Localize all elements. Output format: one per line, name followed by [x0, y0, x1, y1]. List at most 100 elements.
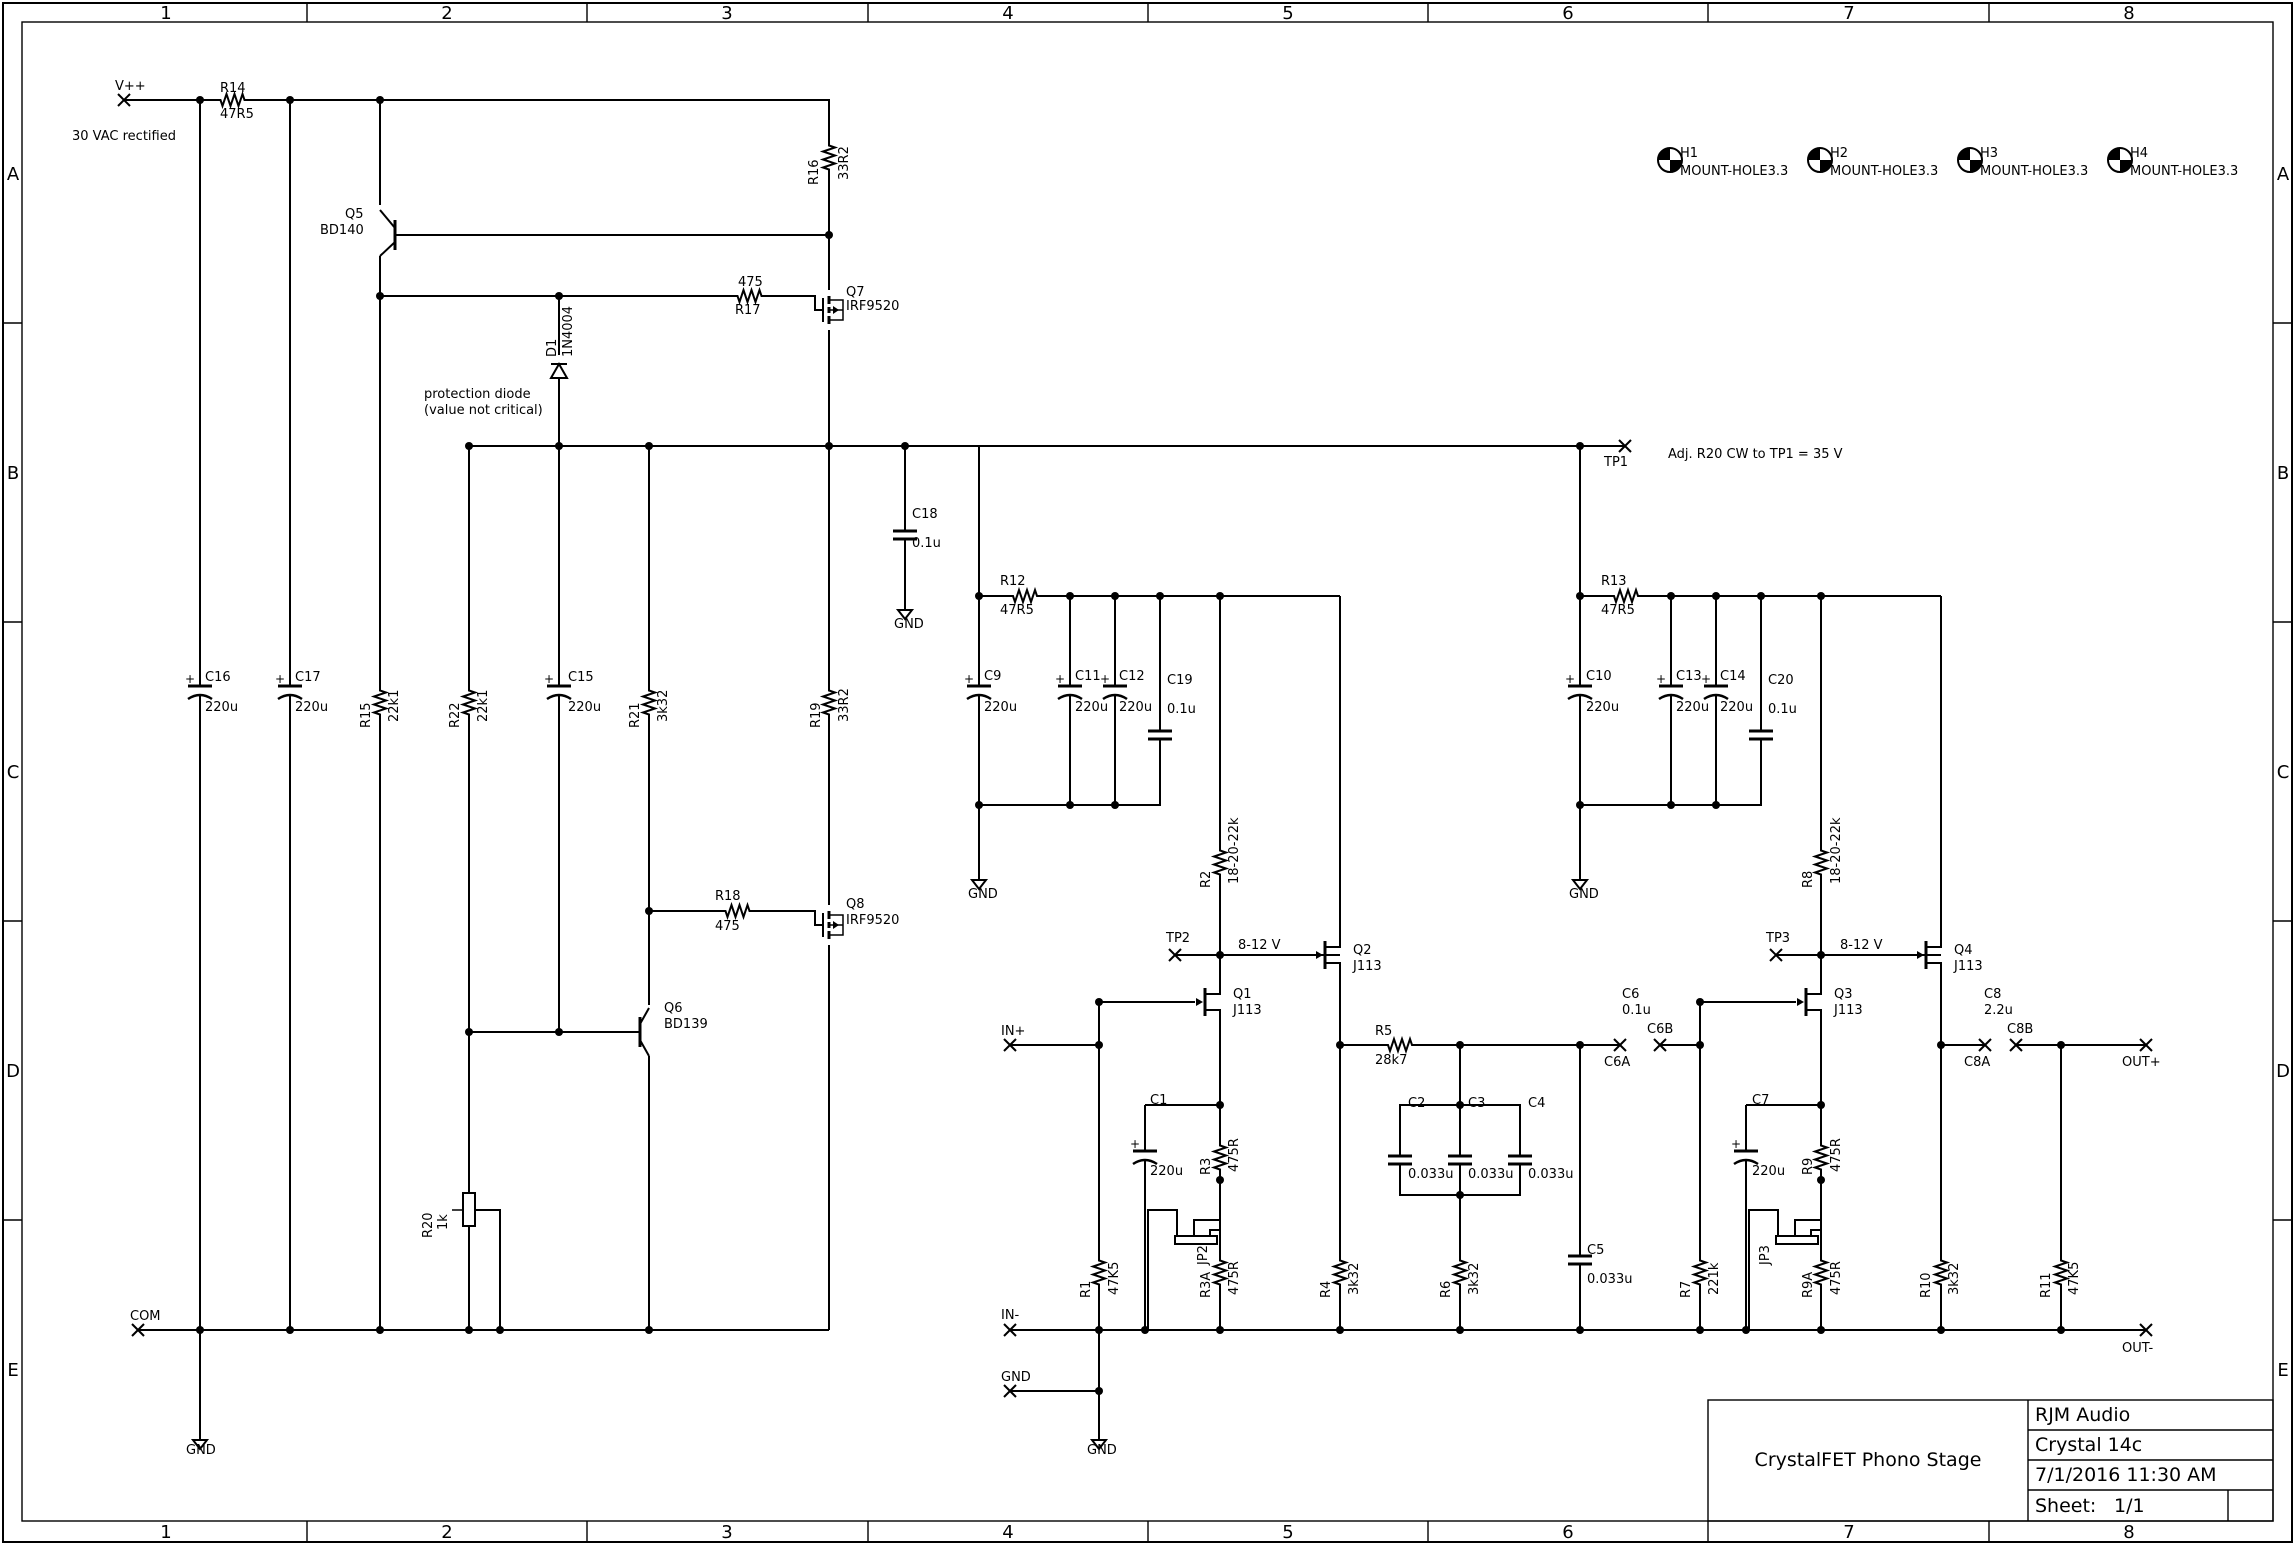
r2-resistor-body: [1210, 840, 1230, 885]
title-block-sheet-label: Sheet:: [2035, 1495, 2096, 1517]
r2-value: 18-20-22k: [1227, 817, 1242, 884]
junction-dot: [1712, 592, 1720, 600]
r16-ref: R16: [807, 159, 822, 185]
c2-capacitor: [1388, 1140, 1412, 1180]
tp1-connector-stroke: [1618, 439, 1632, 453]
jp3-jumper-body: [1775, 1235, 1819, 1245]
mount-hole-ref: H1: [1680, 146, 1698, 161]
c13-value: 220u: [1676, 700, 1709, 715]
d1-value: 1N4004: [561, 306, 576, 357]
tp2-connector: [1168, 948, 1182, 962]
q5-value: BD140: [320, 223, 364, 238]
r18-value: 475: [715, 919, 740, 934]
c7-ref: C7: [1752, 1093, 1769, 1108]
mount-hole-h3: H3 MOUNT-HOLE3.3: [1957, 146, 2088, 179]
wire-segment: [1193, 1219, 1220, 1236]
wire-segment: [1337, 962, 1341, 1045]
junction-dot: [1742, 1326, 1750, 1334]
out-plus-connector-stroke: [2139, 1038, 2153, 1052]
row-label-d-right: D: [2276, 1061, 2290, 1082]
wire-segment: [770, 295, 823, 311]
junction-dot: [1111, 592, 1119, 600]
row-label-a-right: A: [2277, 164, 2290, 185]
junction-dot: [1576, 1041, 1584, 1049]
c8b-connector: [2009, 1038, 2023, 1052]
r5-resistor: [1380, 1035, 1420, 1055]
wire-segment: [1818, 985, 1822, 995]
r18-resistor: [715, 901, 760, 921]
q2-jfet: [1316, 941, 1337, 969]
junction-dot: [1216, 951, 1224, 959]
junction-dot: [1576, 592, 1584, 600]
q3-value: J113: [1833, 1003, 1863, 1018]
mount-hole-ref: H3: [1980, 146, 1998, 161]
col-label-6-top: 6: [1562, 3, 1573, 24]
c11-value: 220u: [1075, 700, 1108, 715]
d1-anode: [549, 361, 569, 379]
c9-capacitor: +: [964, 660, 992, 720]
gnd-symbol-in: [1089, 1439, 1109, 1451]
c6b-label: C6B: [1647, 1022, 1673, 1037]
junction-dot: [1817, 951, 1825, 959]
c15-capacitor-plus: +: [544, 672, 554, 686]
junction-dot: [376, 292, 384, 300]
gnd-label-c18: GND: [894, 617, 924, 632]
c11-capacitor-plus: +: [1055, 672, 1065, 686]
junction-dot: [1757, 592, 1765, 600]
r8-resistor-body: [1811, 840, 1831, 885]
r2-ref: R2: [1199, 871, 1214, 888]
q4-value: J113: [1953, 959, 1983, 974]
r3a-ref: R3A: [1199, 1272, 1214, 1298]
gnd-symbol-c18: [895, 609, 915, 621]
col-label-2-bottom: 2: [441, 1522, 452, 1543]
r3-ref: R3: [1199, 1158, 1214, 1175]
junction-dot: [825, 231, 833, 239]
junction-dot: [1095, 998, 1103, 1006]
com-connector-stroke: [131, 1323, 145, 1337]
c13-capacitor: +: [1656, 660, 1684, 720]
r3-value: 475R: [1227, 1138, 1242, 1172]
d1-diode: [549, 361, 569, 379]
c7-capacitor: +: [1731, 1135, 1759, 1175]
q3-ref: Q3: [1834, 987, 1853, 1002]
c17-capacitor-plate: [277, 693, 303, 701]
col-label-6-bottom: 6: [1562, 1522, 1573, 1543]
c6a-label: C6A: [1604, 1055, 1630, 1070]
row-label-c-left: C: [7, 762, 20, 783]
r15-value: 22k1: [387, 690, 402, 722]
c19-capacitor: [1148, 720, 1172, 750]
junction-dot: [1667, 801, 1675, 809]
r22-ref: R22: [448, 702, 463, 728]
r22-resistor-body: [459, 680, 479, 725]
junction-dot: [645, 1326, 653, 1334]
r7-resistor-body: [1690, 1250, 1710, 1295]
junction-dot: [825, 442, 833, 450]
r18-resistor-body: [715, 901, 760, 921]
r4-resistor-body: [1330, 1250, 1350, 1295]
r12-resistor-body: [1005, 586, 1045, 606]
c15-value: 220u: [568, 700, 601, 715]
row-label-c-right: C: [2277, 762, 2290, 783]
q8-value: IRF9520: [846, 913, 899, 928]
r3-resistor: [1210, 1135, 1230, 1180]
r14-value: 47R5: [220, 107, 254, 122]
tp3-connector: [1769, 948, 1783, 962]
r11-resistor: [2051, 1250, 2071, 1295]
wire-segment: [1818, 1009, 1822, 1105]
c14-ref: C14: [1720, 669, 1746, 684]
title-block-sheet-value: 1/1: [2114, 1495, 2145, 1517]
mount-hole-h1: H1 MOUNT-HOLE3.3: [1657, 146, 1788, 179]
mount-hole-value: MOUNT-HOLE3.3: [1680, 164, 1788, 179]
r1-resistor-body: [1089, 1250, 1109, 1295]
c6a-connector: [1613, 1038, 1627, 1052]
r13-resistor: [1606, 586, 1646, 606]
row-label-d-left: D: [6, 1061, 20, 1082]
c4-capacitor: [1508, 1140, 1532, 1180]
q8-mosfet: [822, 911, 844, 939]
tp1-connector: [1618, 439, 1632, 453]
mount-hole-h2: H2 MOUNT-HOLE3.3: [1807, 146, 1938, 179]
vpp-connector: [117, 93, 131, 107]
r7-value: 221k: [1707, 1262, 1722, 1295]
c10-value: 220u: [1586, 700, 1619, 715]
r3a-value: 475R: [1227, 1261, 1242, 1295]
